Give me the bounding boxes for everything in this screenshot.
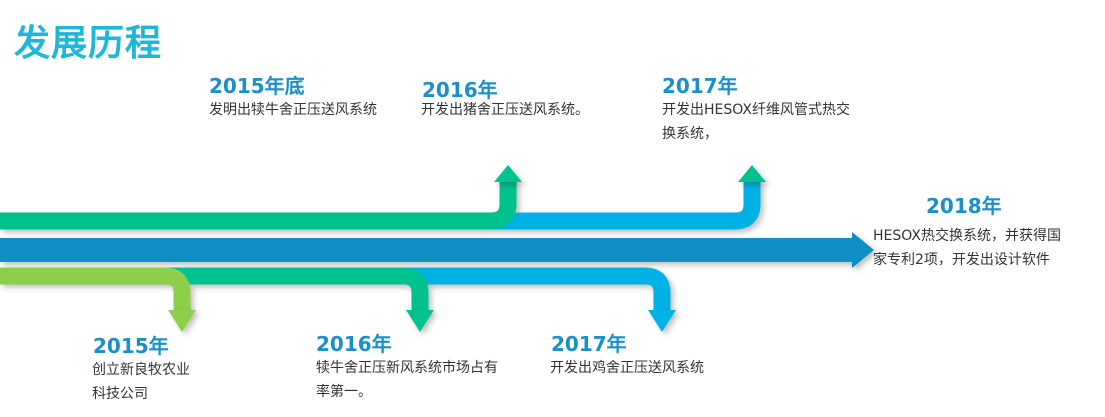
event-text: 发明出犊牛舍正压送风系统	[209, 102, 377, 118]
event-year: 2015年	[93, 334, 169, 358]
arrow-2017-down	[400, 267, 671, 312]
arrowhead-icon	[852, 232, 874, 268]
arrowhead-icon	[494, 165, 522, 182]
event-text: 创立新良牧农业科技公司	[92, 362, 190, 402]
arrowhead-icon	[168, 310, 196, 332]
event-year: 2016年	[422, 78, 498, 102]
arrow-2017-up	[490, 180, 761, 230]
arrowhead-icon	[738, 165, 766, 182]
page-title: 发展历程	[14, 23, 163, 64]
event-text: 开发出HESOX纤维风管式热交换系统，	[662, 102, 850, 142]
event-year: 2015年底	[209, 74, 305, 98]
event-text: 开发出鸡舍正压送风系统	[550, 360, 704, 376]
event-text: 开发出猪舍正压送风系统。	[421, 102, 589, 118]
event-text: HESOX热交换系统，并获得国家专利2项，开发出设计软件	[873, 228, 1061, 268]
main-arrow	[0, 238, 855, 262]
event-year: 2016年	[316, 332, 392, 356]
event-year: 2017年	[662, 74, 738, 98]
event-text: 犊牛舍正压新风系统市场占有率第一。	[316, 360, 498, 400]
arrow-2015-down	[0, 267, 191, 312]
event-year: 2018年	[926, 194, 1002, 218]
arrow-2016-down	[150, 267, 429, 312]
event-year: 2017年	[551, 332, 627, 356]
arrowhead-icon	[406, 310, 434, 332]
arrow-2016-up	[0, 180, 517, 230]
arrowhead-icon	[648, 310, 676, 332]
